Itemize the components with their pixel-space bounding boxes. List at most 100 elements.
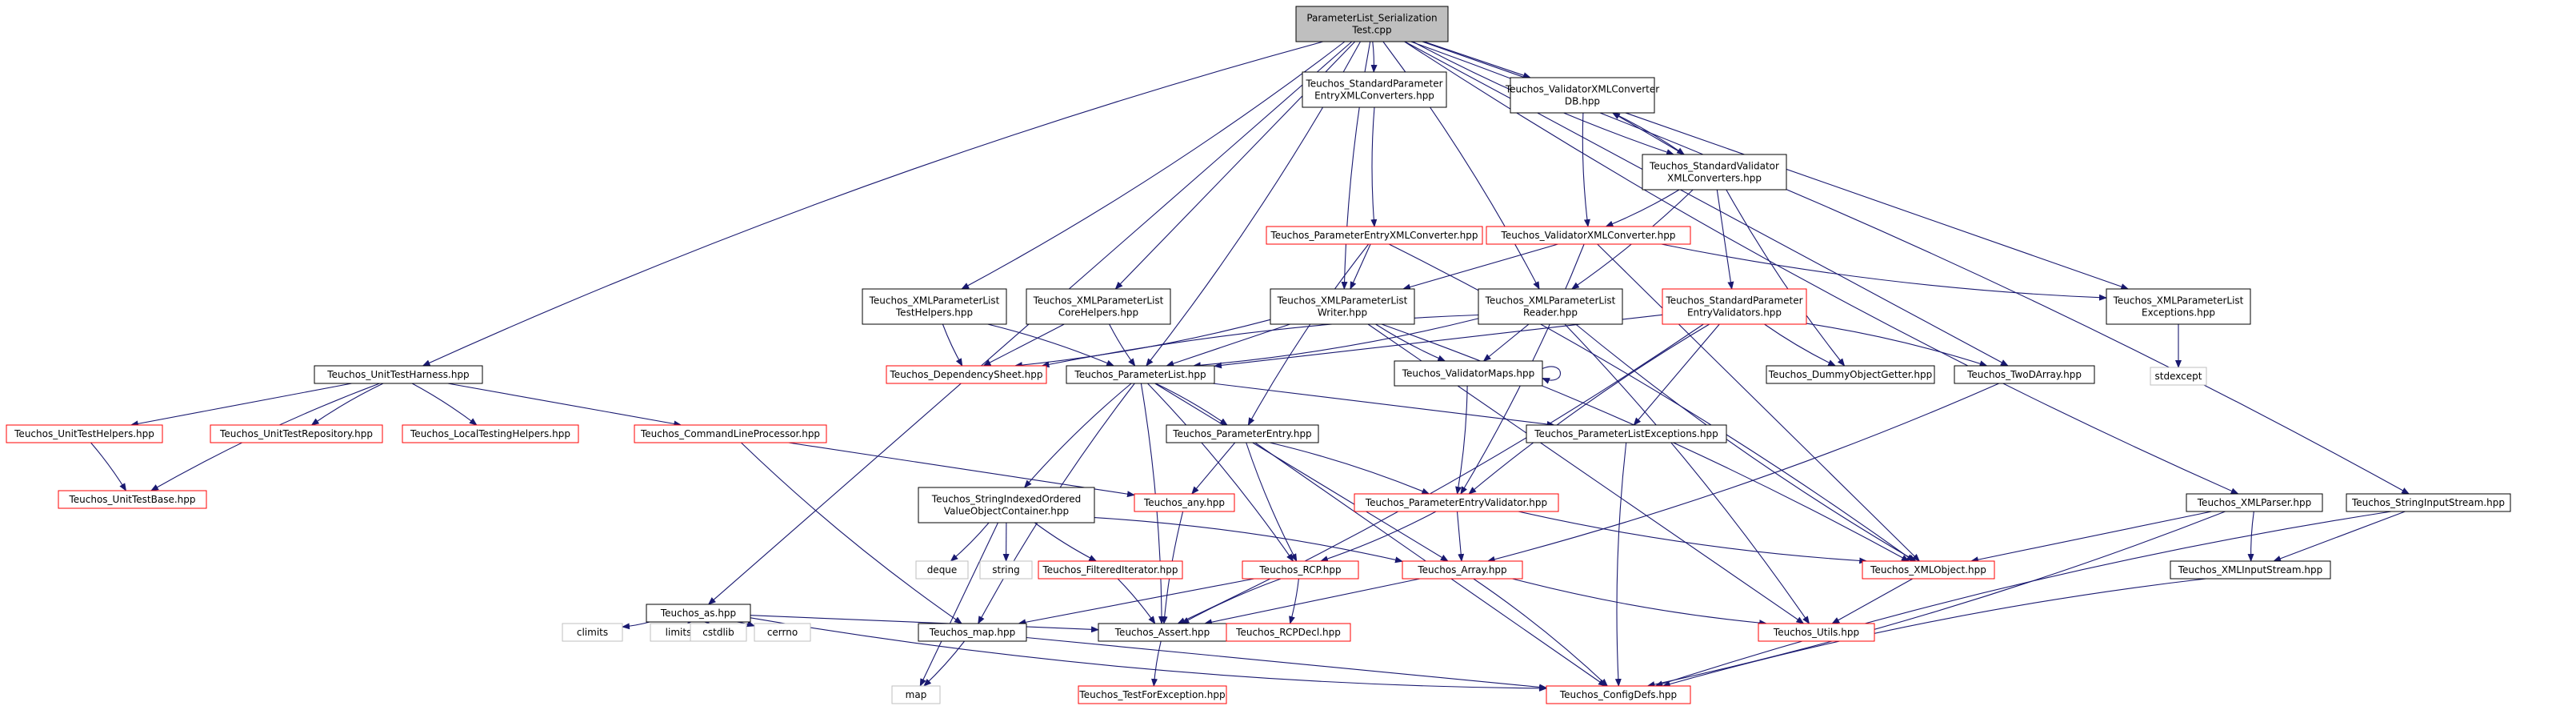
node-mapstd[interactable]: map (891, 685, 941, 704)
node-string[interactable]: string (979, 560, 1033, 580)
node-dummyobjectgetter[interactable]: Teuchos_DummyObjectGetter.hpp (1766, 365, 1935, 384)
node-climits[interactable]: climits (562, 623, 623, 642)
dependency-edge-xmlpl_reader-to-xmlobject (1575, 323, 1917, 562)
dependency-edge-as-to-configdefs (750, 617, 1547, 692)
node-label: Teuchos_UnitTestRepository.hpp (219, 428, 373, 439)
node-box (2106, 288, 2251, 325)
node-label: Writer.hpp (1318, 307, 1367, 319)
node-validatorxmlconv[interactable]: Teuchos_ValidatorXMLConverter.hpp (1486, 226, 1691, 245)
node-map[interactable]: Teuchos_map.hpp (918, 623, 1027, 642)
dependency-edge-parameterentry-to-paramentryvalidator (1270, 442, 1430, 495)
dependency-edge-stringindexed-to-filterediterator (1034, 522, 1098, 562)
node-parameterlistexceptions[interactable]: Teuchos_ParameterListExceptions.hpp (1526, 424, 1727, 443)
node-stdexcept[interactable]: stdexcept (2150, 367, 2207, 386)
node-stdvalidator-conv[interactable]: Teuchos_StandardValidatorXMLConverters.h… (1642, 154, 1787, 191)
node-paramentryvalidator[interactable]: Teuchos_ParameterEntryValidator.hpp (1354, 493, 1559, 512)
node-configdefs[interactable]: Teuchos_ConfigDefs.hpp (1546, 685, 1691, 704)
node-xmlobject[interactable]: Teuchos_XMLObject.hpp (1862, 560, 1995, 580)
dependency-edge-xmlinputstream-to-configdefs (1662, 578, 2206, 688)
node-label: ParameterList_Serialization (1306, 13, 1437, 24)
node-label: Teuchos_Assert.hpp (1114, 627, 1210, 638)
node-paramentryxmlconv[interactable]: Teuchos_ParameterEntryXMLConverter.hpp (1266, 226, 1483, 245)
node-testforexception[interactable]: Teuchos_TestForException.hpp (1078, 685, 1227, 704)
node-cerrno[interactable]: cerrno (754, 623, 811, 642)
node-box (1486, 226, 1691, 245)
node-as[interactable]: Teuchos_as.hpp (646, 604, 751, 623)
node-label: Teuchos_StandardParameter (1305, 78, 1442, 90)
dependency-edge-validatorconvdb-to-validatorxmlconv (1582, 112, 1590, 227)
node-cstdlib[interactable]: cstdlib (690, 623, 747, 642)
node-validatormaps[interactable]: Teuchos_ValidatorMaps.hpp (1394, 360, 1543, 387)
node-box (402, 424, 579, 443)
node-utils[interactable]: Teuchos_Utils.hpp (1758, 623, 1875, 642)
node-xmlinputstream[interactable]: Teuchos_XMLInputStream.hpp (2170, 560, 2331, 580)
dependency-edge-stringindexed-to-array (1094, 517, 1403, 564)
dependency-edge-root-to-validatorconvdb (1423, 41, 1531, 78)
node-box (1862, 560, 1995, 580)
dependency-edge-validatorconvdb-to-stdvalidator_conv (1612, 112, 1686, 155)
node-box (2170, 560, 2331, 580)
dependency-edge-xmlpl_corehelpers-to-parameterlist (1109, 323, 1136, 367)
node-label: Teuchos_UnitTestHelpers.hpp (14, 428, 154, 439)
node-stdparamentry-conv[interactable]: Teuchos_StandardParameterEntryXMLConvert… (1302, 71, 1447, 108)
node-dependencysheet[interactable]: Teuchos_DependencySheet.hpp (886, 365, 1047, 384)
dependency-edge-unittestharness-to-commandlineprocessor (447, 383, 682, 427)
node-label: Teuchos_map.hpp (929, 627, 1015, 638)
node-unittestharness[interactable]: Teuchos_UnitTestHarness.hpp (314, 365, 483, 384)
node-commandlineprocessor[interactable]: Teuchos_CommandLineProcessor.hpp (634, 424, 827, 443)
node-box (915, 560, 969, 580)
dependency-edge-map-to-configdefs (1026, 636, 1547, 691)
dependency-edge-xmlparser-to-configdefs (1646, 511, 2226, 688)
node-label: stdexcept (2155, 371, 2202, 382)
node-parameterentry[interactable]: Teuchos_ParameterEntry.hpp (1166, 424, 1319, 443)
node-label: Teuchos_ValidatorXMLConverter.hpp (1501, 230, 1676, 241)
node-box (1078, 685, 1227, 704)
node-label: Teuchos_Array.hpp (1417, 564, 1506, 576)
node-box (690, 623, 747, 642)
dependency-edge-array-to-utils (1512, 578, 1768, 627)
node-xmlparser[interactable]: Teuchos_XMLParser.hpp (2186, 493, 2323, 512)
node-label: Teuchos_StringIndexedOrdered (931, 494, 1081, 505)
node-unittesthelpers[interactable]: Teuchos_UnitTestHelpers.hpp (6, 424, 163, 443)
node-label: Teuchos_UnitTestBase.hpp (68, 494, 195, 505)
node-label: XMLConverters.hpp (1667, 173, 1762, 184)
node-deque[interactable]: deque (915, 560, 969, 580)
dependency-edge-parameterlist-to-parameterentry (1155, 383, 1228, 426)
node-label: Teuchos_XMLParser.hpp (2197, 497, 2311, 508)
dependency-edge-parameterlistexceptions-to-configdefs (1614, 442, 1627, 687)
node-assert[interactable]: Teuchos_Assert.hpp (1098, 623, 1227, 642)
node-array[interactable]: Teuchos_Array.hpp (1402, 560, 1523, 580)
node-label: Teuchos_ParameterListExceptions.hpp (1534, 428, 1718, 439)
node-twodarray[interactable]: Teuchos_TwoDArray.hpp (1954, 365, 2095, 384)
dependency-edge-root-to-stdparamentry_conv (1370, 41, 1378, 73)
dependency-edge-array-to-assert (1203, 578, 1421, 626)
dependency-edge-xmlpl_reader-to-utils (1564, 323, 1810, 624)
node-filterediterator[interactable]: Teuchos_FilteredIterator.hpp (1038, 560, 1183, 580)
dependency-edge-stdparamentry_validators-to-assert (1177, 323, 1704, 624)
dependency-edge-xmlpl_writer-to-validatormaps (1375, 323, 1446, 362)
node-label: Teuchos_UnitTestHarness.hpp (326, 369, 469, 380)
node-rcpdecl[interactable]: Teuchos_RCPDecl.hpp (1226, 623, 1351, 642)
node-box (1295, 6, 1449, 42)
node-unittestrepository[interactable]: Teuchos_UnitTestRepository.hpp (210, 424, 383, 443)
node-any[interactable]: Teuchos_any.hpp (1134, 493, 1235, 512)
dependency-edge-paramentryxmlconv-to-xmlpl_writer (1350, 243, 1371, 290)
node-stringinputstream[interactable]: Teuchos_StringInputStream.hpp (2346, 493, 2511, 512)
node-localtestinghelpers[interactable]: Teuchos_LocalTestingHelpers.hpp (402, 424, 579, 443)
node-rcp[interactable]: Teuchos_RCP.hpp (1242, 560, 1359, 580)
node-stringindexed[interactable]: Teuchos_StringIndexedOrderedValueObjectC… (918, 487, 1095, 523)
node-box (1038, 560, 1183, 580)
dependency-edge-validatorxmlconv-to-xmlpl_exceptions (1661, 243, 2107, 301)
node-stdparamentry-validators[interactable]: Teuchos_StandardParameterEntryValidators… (1662, 288, 1807, 325)
node-label: Teuchos_DummyObjectGetter.hpp (1768, 369, 1932, 380)
node-label: Teuchos_LocalTestingHelpers.hpp (410, 428, 570, 439)
node-parameterlist[interactable]: Teuchos_ParameterList.hpp (1066, 365, 1215, 384)
node-unittestbase[interactable]: Teuchos_UnitTestBase.hpp (58, 490, 207, 509)
